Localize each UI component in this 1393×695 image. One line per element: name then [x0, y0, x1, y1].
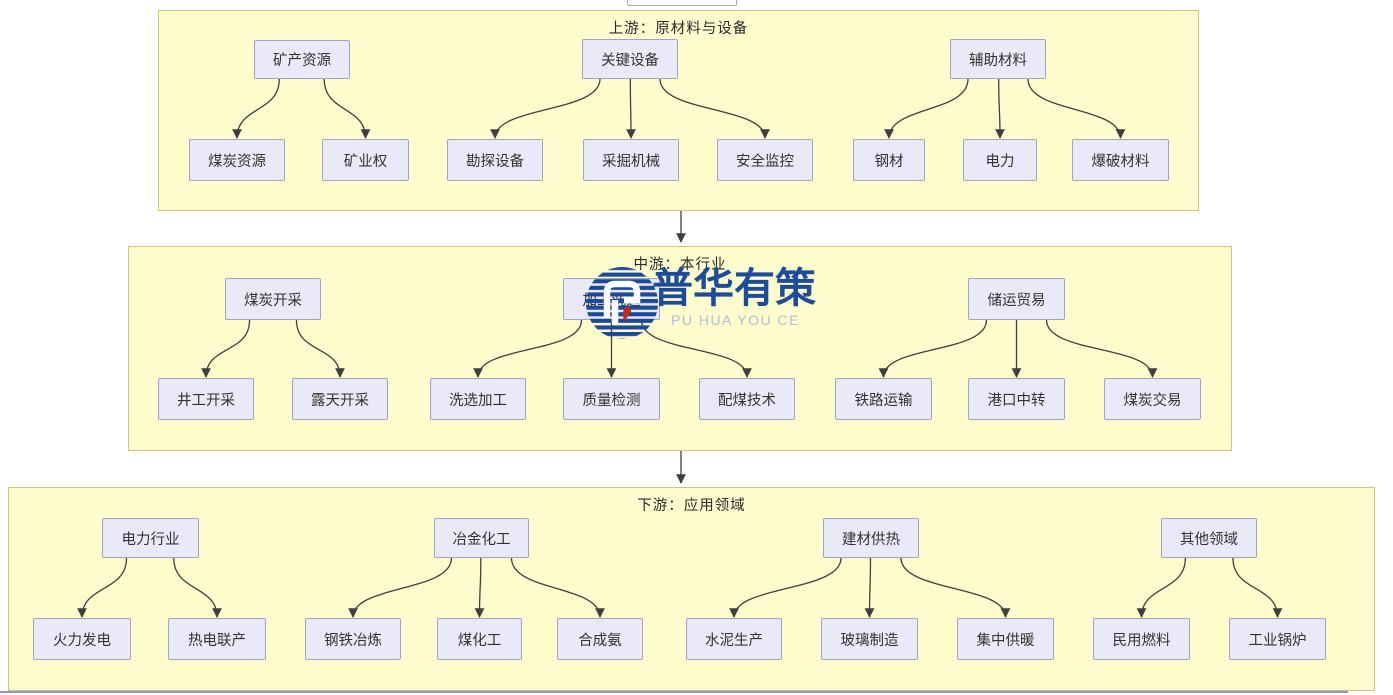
flow-node: 勘探设备: [447, 139, 543, 181]
connector-arrow: [173, 557, 222, 618]
flow-node: 水泥生产: [686, 618, 782, 660]
flow-node: 港口中转: [968, 378, 1065, 420]
clipped-root-node: [627, 0, 737, 6]
section-title: 上游：原材料与设备: [608, 21, 749, 37]
connector-arrow: [490, 78, 601, 139]
connector-arrow: [510, 557, 605, 618]
flow-node: 工业锅炉: [1229, 618, 1326, 660]
flow-node: 爆破材料: [1072, 139, 1169, 181]
section-title: 下游：应用领域: [637, 498, 746, 514]
flow-node: 矿产资源: [254, 40, 350, 79]
flow-node: 民用燃料: [1093, 618, 1190, 660]
flow-node: 煤炭资源: [189, 139, 285, 181]
flow-node: 建材供热: [823, 518, 919, 558]
connector-arrow: [295, 319, 345, 378]
flow-node: 热电联产: [168, 618, 266, 660]
flow-node: 储运贸易: [968, 278, 1065, 320]
connector-arrow: [640, 319, 752, 378]
connector-arrow: [659, 78, 770, 139]
connector-arrow: [77, 557, 128, 618]
flow-node: 钢铁冶炼: [305, 618, 401, 660]
connector-arrow: [1136, 557, 1187, 618]
flow-node: 钢材: [853, 139, 925, 181]
flow-node: 玻璃制造: [821, 618, 918, 660]
flow-node: 铁路运输: [835, 378, 932, 420]
connector-arrow: [900, 557, 1011, 618]
connector-arrow: [729, 557, 842, 618]
connector-arrow: [864, 557, 875, 618]
flow-node: 井工开采: [158, 378, 254, 420]
flow-node: 火力发电: [33, 618, 131, 660]
connector-arrow: [323, 78, 371, 139]
flow-node: 洗选加工: [430, 378, 526, 420]
bottom-divider-line: [0, 691, 1348, 693]
connector-arrow: [1027, 78, 1126, 139]
flow-node: 安全监控: [717, 139, 813, 181]
connector-arrow: [201, 319, 251, 378]
flow-node: 配煤技术: [699, 378, 795, 420]
flow-node: 冶金化工: [434, 518, 529, 558]
connector-arrow: [473, 319, 583, 378]
flow-node: 辅助材料: [950, 39, 1046, 79]
flow-node: 合成氨: [557, 618, 643, 660]
connector-arrow: [1045, 319, 1158, 378]
connector-arrow: [884, 78, 969, 139]
flow-node: 其他领域: [1161, 518, 1257, 558]
connector-arrow: [474, 557, 485, 618]
flow-node: 加工洗选: [563, 278, 660, 320]
connector-arrow: [995, 78, 1005, 139]
connector-arrow: [626, 78, 636, 139]
flow-node: 煤炭交易: [1104, 378, 1201, 420]
flow-node: 集中供暖: [957, 618, 1054, 660]
flow-node: 电力: [963, 139, 1037, 181]
flow-node: 关键设备: [582, 39, 678, 79]
connector-arrow: [232, 78, 280, 139]
flow-node: 电力行业: [102, 518, 199, 558]
flow-node: 采掘机械: [583, 139, 679, 181]
flow-node: 矿业权: [322, 139, 409, 181]
flow-node: 露天开采: [292, 378, 388, 420]
connector-arrow: [348, 557, 453, 618]
flow-node: 煤化工: [437, 618, 522, 660]
flow-node: 质量检测: [563, 378, 660, 420]
flow-node: 煤炭开采: [225, 278, 321, 320]
connector-arrow: [878, 319, 988, 378]
connector-arrow: [1232, 557, 1283, 618]
